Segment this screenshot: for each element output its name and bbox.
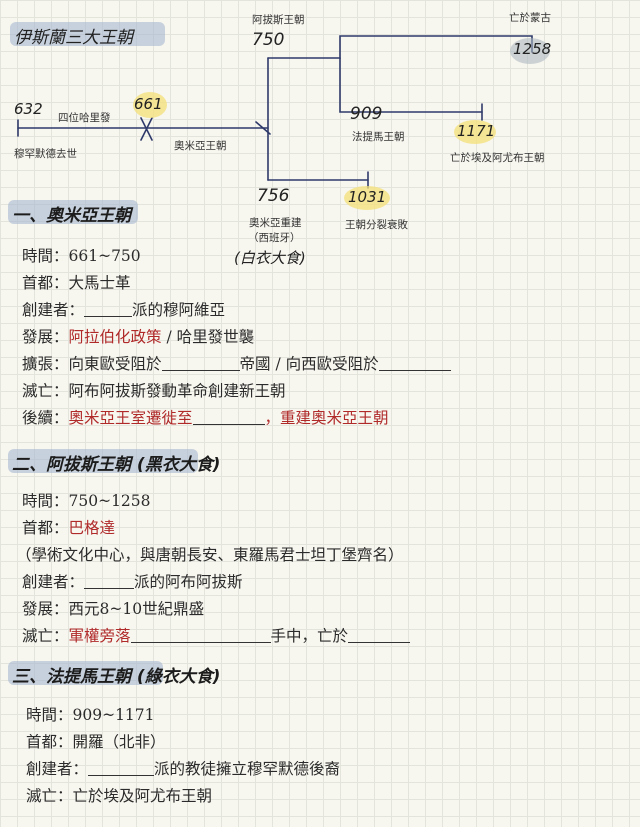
year-1171-highlight	[454, 120, 496, 144]
expansion-mid: 帝國 / 向西歐受阻於	[239, 355, 379, 373]
abbasid-founder: 創建者： 派的阿布阿拔斯	[22, 570, 243, 592]
mongol-label: 亡於蒙古	[509, 12, 551, 24]
blank-line	[348, 627, 411, 643]
fatimid-heading: 三、法提馬王朝 (綠衣大食)	[12, 667, 221, 687]
year-909-label: 909	[350, 104, 383, 124]
fatimid-end-label: 亡於埃及阿尤布王朝	[450, 152, 545, 164]
blank-line	[192, 409, 265, 425]
four-caliphs-label: 四位哈里發	[58, 112, 111, 124]
dev-rest: / 哈里發世襲	[161, 328, 255, 346]
abbasid-dynasty-label: 阿拔斯王朝	[252, 14, 305, 26]
fatimid-heading-highlight	[8, 661, 163, 685]
founder-prefix: 創建者：	[26, 760, 89, 778]
blank-line	[130, 627, 271, 643]
abbasid-note: （學術文化中心，與唐朝長安、東羅馬君士坦丁堡齊名）	[16, 546, 404, 564]
year-1171-label: 1171	[457, 122, 496, 140]
year-661-highlight	[133, 92, 167, 118]
abbasid-fall: 滅亡：軍權旁落 手中，亡於	[22, 624, 411, 646]
year-1031-highlight	[344, 186, 390, 210]
founder-suffix: 派的阿布阿拔斯	[134, 573, 243, 591]
fatimid-time: 時間：909~1171	[26, 706, 155, 724]
blank-line	[84, 301, 133, 317]
year-1258-highlight	[510, 38, 550, 64]
after-red-1: 奧米亞王室遷徙至	[68, 409, 193, 427]
capital-label: 首都：	[22, 519, 69, 537]
founder-suffix: 派的穆阿維亞	[132, 301, 226, 319]
umayyad-expansion: 擴張：向東歐受阻於 帝國 / 向西歐受阻於	[22, 352, 451, 374]
blank-line	[161, 355, 240, 371]
founder-suffix: 派的教徒擁立穆罕默德後裔	[154, 760, 341, 778]
fall-mid: 手中，亡於	[270, 627, 349, 645]
umayyad-heading-highlight	[8, 200, 138, 224]
expansion-label: 擴張：向東歐受阻於	[22, 355, 162, 373]
after-red-2: ，重建奧米亞王朝	[264, 409, 389, 427]
fatimid-fall: 滅亡：亡於埃及阿尤布王朝	[26, 787, 213, 805]
umayyad-fall: 滅亡：阿布阿拔斯發動革命創建新王朝	[22, 382, 286, 400]
fatimid-timeline-label: 法提馬王朝	[352, 131, 405, 143]
blank-line	[84, 573, 135, 589]
abbasid-heading: 二、阿拔斯王朝 (黑衣大食)	[12, 455, 221, 475]
fatimid-founder: 創建者： 派的教徒擁立穆罕默德後裔	[26, 757, 340, 779]
umayyad-aftermath: 後續：奧米亞王室遷徙至 ，重建奧米亞王朝	[22, 406, 389, 428]
umayyad-rebuild-label: 奧米亞重建	[249, 217, 302, 229]
year-1031-label: 1031	[348, 188, 387, 206]
umayyad-timeline-label: 奧米亞王朝	[174, 140, 227, 152]
abbasid-capital: 首都：巴格達	[22, 516, 115, 538]
founder-prefix: 創建者：	[22, 573, 85, 591]
founder-prefix: 創建者：	[22, 301, 85, 319]
fatimid-branch	[339, 57, 483, 113]
year-1258-label: 1258	[513, 40, 552, 58]
umayyad-capital: 首都：大馬士革	[22, 274, 131, 292]
spain-label: （西班牙）	[248, 232, 301, 244]
muhammad-death-label: 穆罕默德去世	[14, 148, 77, 160]
dynasty-split-label: 王朝分裂衰敗	[345, 219, 408, 231]
abbasid-time: 時間：750~1258	[22, 492, 151, 510]
umayyad-time: 時間：661~750	[22, 247, 141, 265]
arabization-policy: 阿拉伯化政策	[68, 328, 162, 346]
abbasid-heading-highlight	[8, 449, 198, 473]
year-632-label: 632	[14, 100, 43, 118]
dev-label: 發展：	[22, 328, 69, 346]
year-750-label: 750	[252, 30, 285, 50]
blank-line	[378, 355, 451, 371]
tick-661	[140, 117, 153, 141]
fall-label: 滅亡：	[22, 627, 69, 645]
title-highlight	[10, 22, 165, 46]
after-label: 後續：	[22, 409, 69, 427]
year-661-label: 661	[134, 95, 163, 113]
umayyad-development: 發展：阿拉伯化政策 / 哈里發世襲	[22, 325, 254, 347]
page-title: 伊斯蘭三大王朝	[14, 28, 133, 48]
blank-line	[88, 760, 155, 776]
white-robe-label: (白衣大食)	[234, 249, 306, 267]
fatimid-capital: 首都：開羅（北非）	[26, 733, 166, 751]
abbasid-development: 發展：西元8~10世紀鼎盛	[22, 600, 205, 618]
baghdad: 巴格達	[68, 519, 116, 537]
military-power-lost: 軍權旁落	[68, 627, 131, 645]
abbasid-branch	[267, 35, 533, 59]
year-756-label: 756	[257, 186, 290, 206]
umayyad-heading: 一、奧米亞王朝	[12, 206, 131, 226]
umayyad-founder: 創建者： 派的穆阿維亞	[22, 298, 225, 320]
